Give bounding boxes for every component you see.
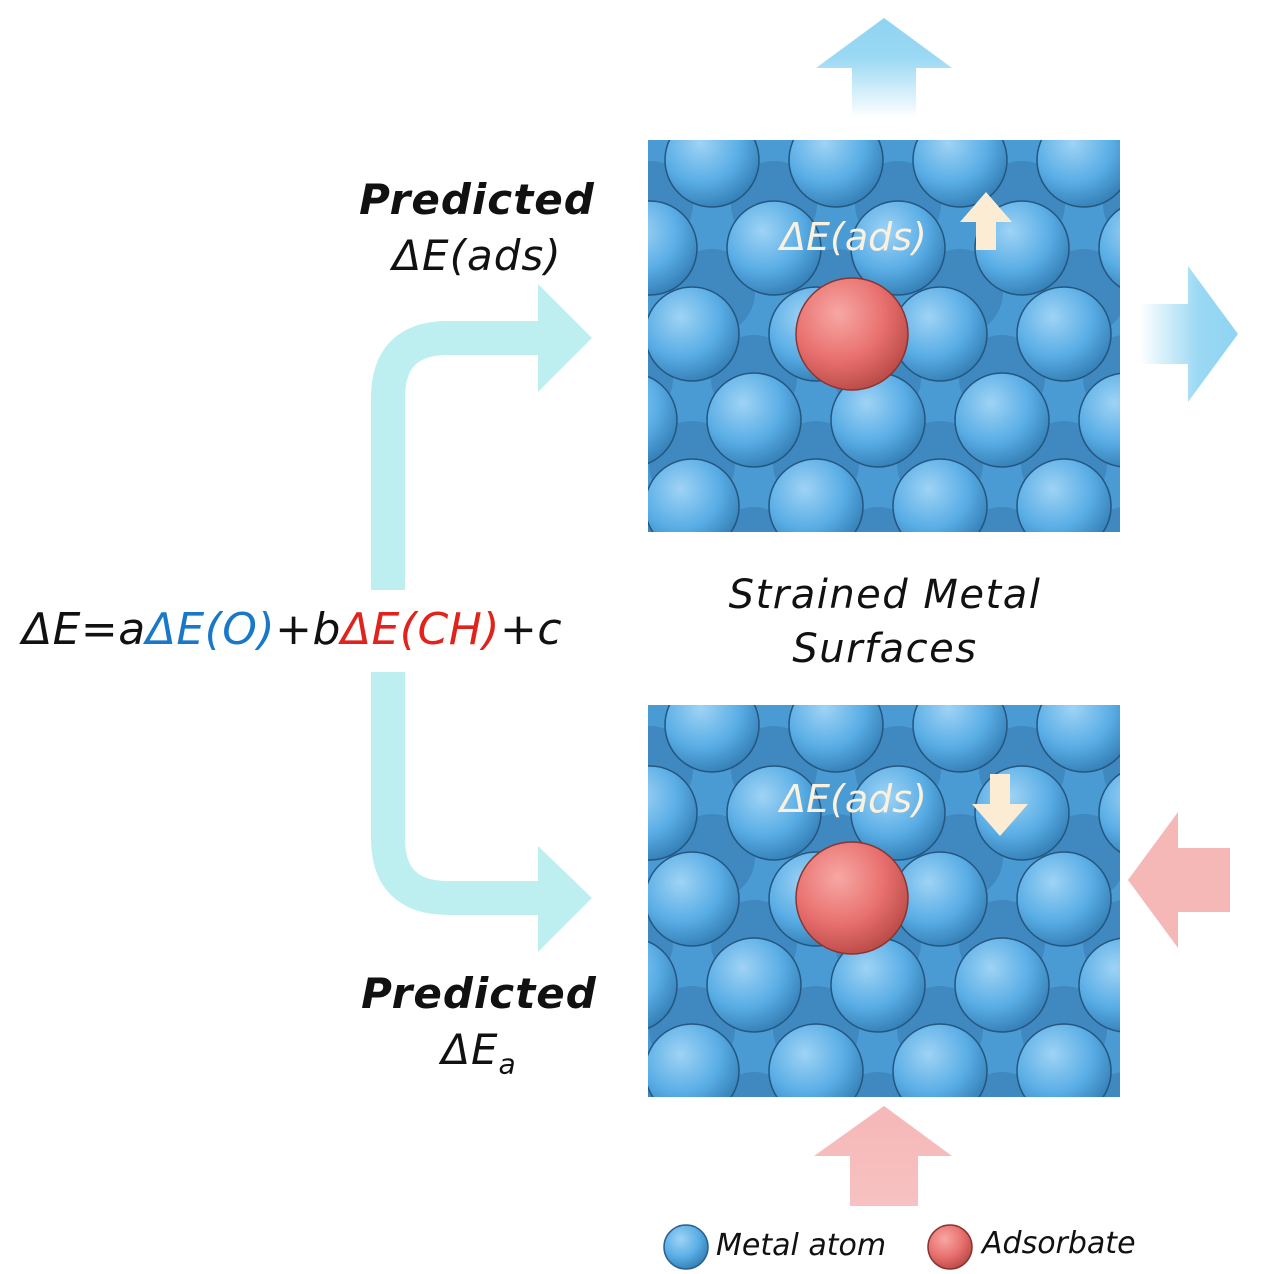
arrow-down-icon — [972, 774, 1028, 836]
flow-arrow-up-path — [371, 321, 560, 590]
metal-atom — [1141, 1024, 1235, 1118]
metal-atom — [1223, 766, 1261, 860]
metal-atom — [648, 851, 740, 947]
metal-atom — [1078, 372, 1120, 468]
compressive-arrow-left — [1128, 812, 1230, 948]
metal-atom — [1036, 705, 1120, 773]
metal-atom — [648, 286, 740, 382]
metal-atom — [850, 765, 946, 861]
metal-atom — [706, 372, 802, 468]
predicted-ads-word: Predicted — [359, 175, 595, 224]
metal-atom — [541, 678, 635, 772]
metal-atom — [1223, 201, 1261, 295]
metal-atom — [1078, 937, 1120, 1033]
metal-atom — [706, 937, 802, 1033]
surface-panel-tensile — [521, 113, 1261, 593]
legend-adsorbate-icon — [927, 1224, 973, 1270]
subsurface-atom — [1207, 1072, 1261, 1158]
equation-term-o: ΔE(O) — [145, 604, 276, 655]
metal-atom — [974, 200, 1070, 296]
flow-arrow-down-path — [371, 672, 560, 915]
metal-atom — [954, 937, 1050, 1033]
metal-atom — [1016, 1023, 1112, 1097]
metal-atom — [1161, 113, 1255, 207]
strained-title-line2: Surfaces — [792, 626, 978, 672]
metal-atom — [1161, 678, 1255, 772]
metal-atom — [1098, 772, 1120, 854]
metal-atom — [648, 458, 740, 532]
metal-atom — [1016, 286, 1112, 382]
metal-atom — [768, 458, 864, 532]
tensile-arrows — [816, 18, 1238, 402]
predicted-ads-quantity: ΔE(ads) — [392, 231, 562, 280]
metal-atom — [726, 200, 822, 296]
flow-arrow-group — [371, 284, 592, 952]
compressive-arrow-up — [814, 1106, 952, 1206]
predicted-ea-subscript: a — [498, 1047, 517, 1081]
metal-atom — [648, 940, 678, 1030]
strained-title-line1: Strained Metal — [728, 572, 1042, 618]
metal-atom — [788, 140, 884, 208]
subsurface-atom — [1145, 986, 1231, 1072]
metal-atom — [1016, 851, 1112, 947]
compressive-arrows — [814, 812, 1230, 1206]
subsurface-atom — [1207, 900, 1261, 986]
tensile-arrow-up — [816, 18, 952, 118]
equation-lhs: ΔE=a — [22, 604, 146, 655]
predicted-ads-label: Predicted ΔE(ads) — [352, 172, 602, 284]
equation-tail: +c — [499, 604, 563, 655]
metal-atom — [648, 1023, 740, 1097]
arrow-up-icon — [960, 192, 1012, 250]
metal-atom — [892, 458, 988, 532]
legend-metal-icon — [663, 1224, 709, 1270]
metal-atom — [664, 705, 760, 773]
bottom-panel-label: ΔE(ads) — [777, 777, 927, 821]
metal-atom — [479, 766, 573, 860]
metal-atom — [892, 1023, 988, 1097]
metal-atom — [768, 1023, 864, 1097]
legend-adsorbate-label: Adsorbate — [982, 1226, 1136, 1261]
surface-panel-compressive — [479, 678, 1261, 1158]
top-panel-label: ΔE(ads) — [777, 215, 927, 259]
equation-term-ch: ΔE(CH) — [340, 604, 500, 655]
metal-atom — [850, 200, 946, 296]
adsorbate-atom-top — [795, 277, 909, 391]
metal-atom — [912, 140, 1008, 208]
metal-atom — [1016, 458, 1112, 532]
scaling-equation: ΔE=aΔE(O)+bΔE(CH)+c — [22, 604, 562, 655]
adsorbate-atom-bottom — [795, 841, 909, 955]
subsurface-atom — [1227, 161, 1261, 247]
metal-atom — [648, 200, 698, 296]
metal-atom — [1203, 938, 1261, 1032]
metal-atom — [1141, 459, 1235, 553]
equation-mid: +b — [275, 604, 341, 655]
metal-atom — [521, 459, 615, 553]
tensile-arrow-right — [1140, 266, 1238, 402]
predicted-ea-label: Predicted ΔEa — [354, 966, 604, 1092]
metal-atom — [648, 765, 698, 861]
subsurface-atom — [525, 421, 611, 507]
metal-atom — [788, 705, 884, 773]
metal-atom — [648, 375, 678, 465]
subsurface-atom — [1227, 726, 1261, 812]
predicted-ea-quantity: ΔEa — [354, 1022, 604, 1092]
subsurface-atom — [1145, 421, 1231, 507]
metal-atom — [1036, 140, 1120, 208]
metal-atom — [726, 765, 822, 861]
metal-atom — [912, 705, 1008, 773]
strained-surfaces-title: Strained Metal Surfaces — [700, 568, 1070, 676]
flow-arrow-down-head — [538, 846, 592, 952]
metal-atom — [664, 140, 760, 208]
legend-metal-label: Metal atom — [716, 1228, 887, 1263]
metal-atom — [1203, 373, 1261, 467]
predicted-ea-word: Predicted — [361, 969, 597, 1018]
subsurface-atom — [1207, 507, 1261, 593]
predicted-ea-symbol: ΔE — [441, 1025, 499, 1074]
metal-atom — [954, 372, 1050, 468]
metal-atom — [1098, 207, 1120, 289]
flow-arrow-up-head — [538, 284, 592, 392]
